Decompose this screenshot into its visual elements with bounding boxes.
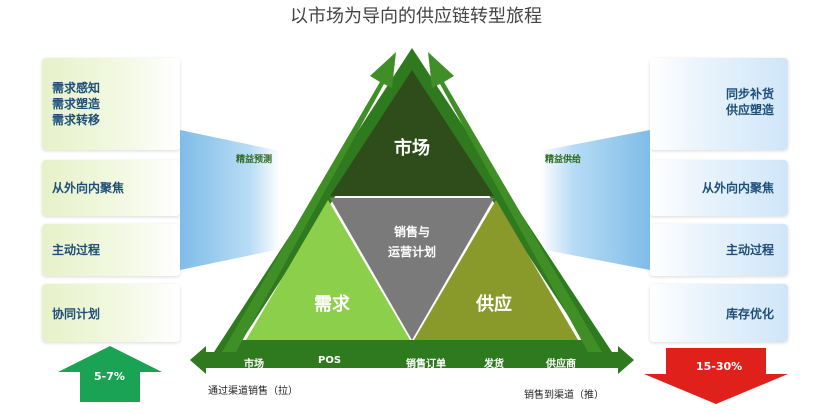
right-box-label: 库存优化 (725, 307, 774, 321)
right-box-label: 同步补货 供应塑造 (725, 87, 774, 117)
left-box-collab: 协同计划 (42, 284, 180, 342)
lean-forecast-band (180, 130, 280, 270)
lean-supply-band (540, 130, 650, 270)
right-box-inventory: 库存优化 (650, 284, 788, 342)
bottom-arrow-bar (190, 346, 634, 374)
bar-label-supplier: 供应商 (546, 359, 576, 370)
left-box-demand: 需求感知 需求塑造 需求转移 (42, 58, 180, 150)
sop-triangle (330, 198, 494, 340)
lean-supply-label: 精益供给 (545, 155, 582, 165)
sop-label: 销售与 运营计划 (387, 225, 436, 259)
bar-label-sales-order: 销售订单 (406, 359, 446, 370)
pull-label: 通过渠道销售（拉） (208, 386, 298, 397)
right-box-label: 从外向内聚焦 (701, 181, 774, 195)
right-box-proactive: 主动过程 (650, 224, 788, 276)
demand-label: 需求 (314, 294, 350, 315)
supply-triangle (414, 200, 578, 340)
bar-label-shipping: 发货 (484, 359, 504, 370)
right-box-label: 主动过程 (725, 243, 774, 257)
up-arrow-value: 5-7% (94, 370, 125, 383)
right-box-supply: 同步补货 供应塑造 (650, 58, 788, 150)
market-triangle (330, 70, 494, 196)
market-label: 市场 (394, 138, 430, 159)
lean-forecast-label: 精益预测 (236, 155, 273, 165)
left-box-label: 协同计划 (52, 307, 101, 321)
down-arrow-value: 15-30% (696, 360, 743, 373)
bar-label-market: 市场 (244, 359, 264, 370)
up-arrow (58, 346, 162, 402)
down-arrow (644, 348, 788, 404)
right-box-outside-in: 从外向内聚焦 (650, 160, 788, 216)
left-box-proactive: 主动过程 (42, 224, 180, 276)
demand-triangle (246, 200, 410, 340)
supply-label: 供应 (476, 294, 512, 315)
page-title: 以市场为导向的供应链转型旅程 (290, 6, 542, 27)
bar-label-pos: POS (318, 355, 342, 366)
left-box-label: 需求感知 需求塑造 需求转移 (52, 81, 101, 127)
left-box-label: 从外向内聚焦 (52, 181, 125, 195)
left-box-label: 主动过程 (52, 243, 101, 257)
push-label: 销售到渠道（推） (524, 390, 604, 401)
left-box-outside-in: 从外向内聚焦 (42, 160, 180, 216)
